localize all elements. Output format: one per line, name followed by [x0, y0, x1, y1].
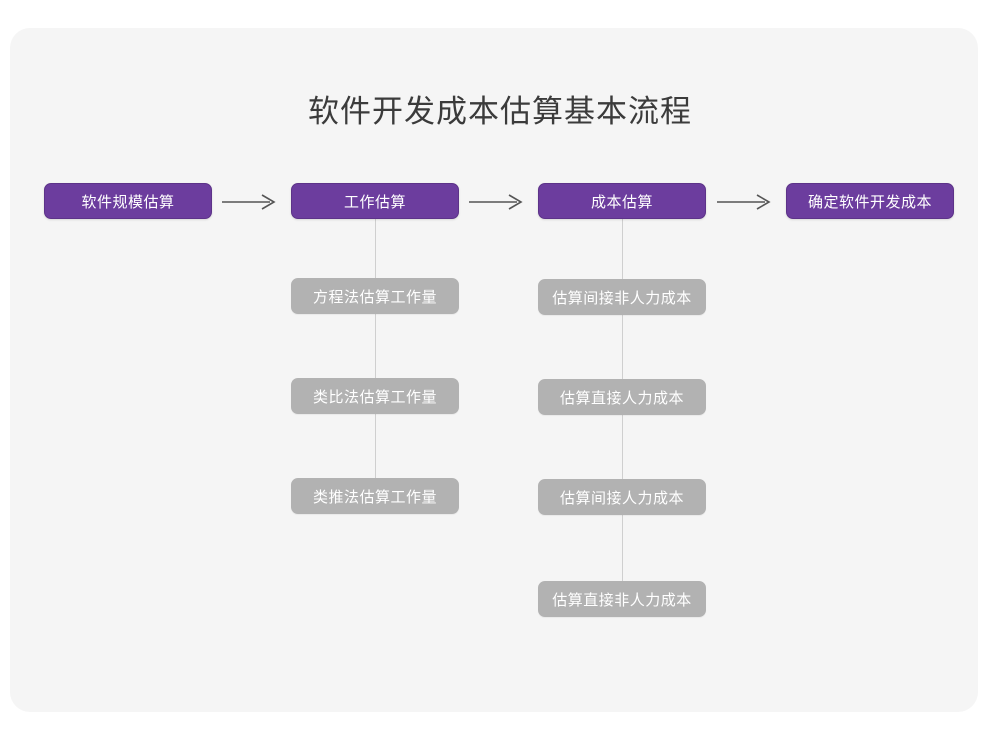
branch2-node-1[interactable]: 估算间接非人力成本 [538, 279, 706, 315]
branch-node-label: 估算直接非人力成本 [552, 591, 692, 609]
branch1-node-2[interactable]: 类比法估算工作量 [291, 378, 459, 414]
branch-connector-line-1 [375, 219, 376, 496]
branch-node-label: 估算间接非人力成本 [552, 289, 692, 307]
content-card [10, 28, 978, 712]
flow-arrow-1 [222, 194, 276, 210]
branch2-node-2[interactable]: 估算直接人力成本 [538, 379, 706, 415]
flow-node-label: 成本估算 [590, 193, 653, 211]
page-title: 软件开发成本估算基本流程 [308, 94, 692, 129]
flow-node-step3[interactable]: 成本估算 [538, 183, 706, 219]
branch-node-label: 类比法估算工作量 [312, 388, 437, 406]
flow-arrow-2 [469, 194, 523, 210]
flow-node-label: 软件规模估算 [81, 193, 175, 211]
flow-node-step2[interactable]: 工作估算 [291, 183, 459, 219]
flow-node-step1[interactable]: 软件规模估算 [44, 183, 212, 219]
branch2-node-3[interactable]: 估算间接人力成本 [538, 479, 706, 515]
branch-node-label: 估算直接人力成本 [559, 389, 684, 407]
flow-node-label: 工作估算 [343, 193, 406, 211]
branch1-node-3[interactable]: 类推法估算工作量 [291, 478, 459, 514]
branch1-node-1[interactable]: 方程法估算工作量 [291, 278, 459, 314]
branch-node-label: 类推法估算工作量 [312, 488, 437, 506]
flow-node-label: 确定软件开发成本 [807, 193, 932, 211]
flow-arrow-3 [717, 194, 771, 210]
branch-node-label: 方程法估算工作量 [312, 288, 437, 306]
branch2-node-4[interactable]: 估算直接非人力成本 [538, 581, 706, 617]
flow-node-step4[interactable]: 确定软件开发成本 [786, 183, 954, 219]
branch-node-label: 估算间接人力成本 [559, 489, 684, 507]
